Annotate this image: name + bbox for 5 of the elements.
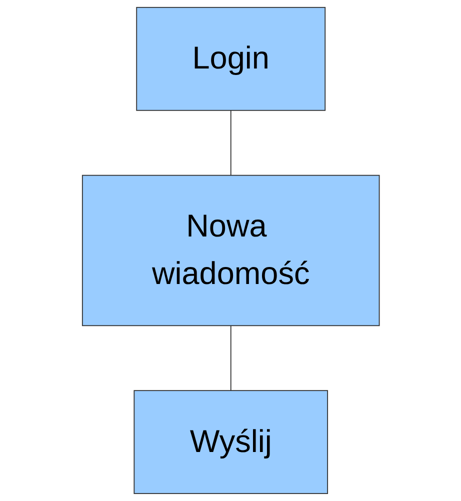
node-box: Login xyxy=(136,6,326,111)
node-box: Nowa wiadomość xyxy=(82,174,380,326)
connector xyxy=(230,325,231,392)
connector xyxy=(230,110,231,176)
node-box: Wyślij xyxy=(133,390,328,494)
